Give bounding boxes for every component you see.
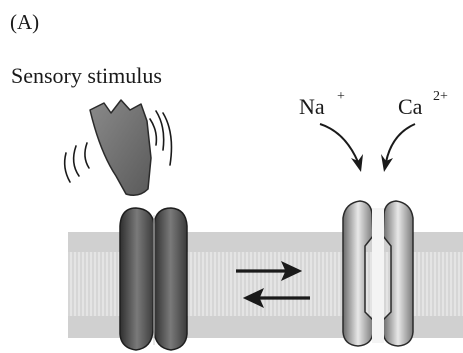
sensory-stimulus-icon: [90, 100, 151, 195]
closed-channel-icon: [120, 208, 187, 350]
sodium-ion-charge: +: [337, 89, 345, 105]
stimulus-label: Sensory stimulus: [11, 63, 162, 89]
sodium-ion-label: Na: [299, 94, 325, 120]
ion-influx-arrows-icon: [320, 124, 415, 162]
open-channel-icon: [343, 201, 413, 346]
calcium-ion-label: Ca: [398, 94, 422, 120]
panel-label: (A): [10, 10, 39, 35]
calcium-ion-charge: 2+: [433, 89, 448, 105]
